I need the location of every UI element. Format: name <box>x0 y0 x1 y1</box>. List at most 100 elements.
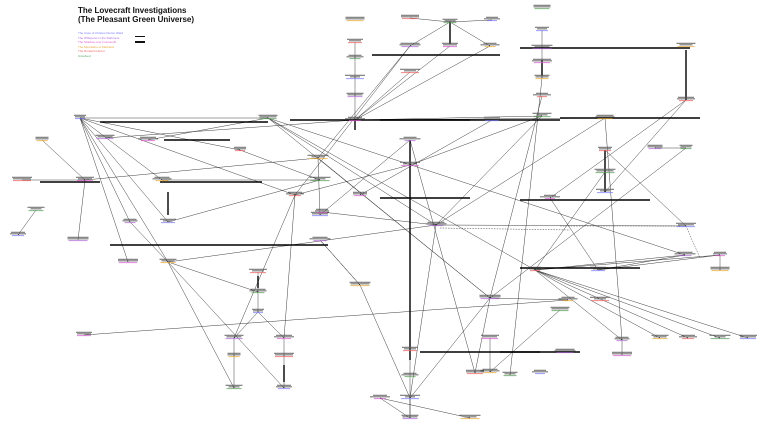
node-label-line <box>598 146 612 148</box>
key-row <box>135 33 149 39</box>
node-label-line <box>345 16 365 18</box>
connection-arrow <box>509 77 543 376</box>
node-label-line <box>679 44 693 46</box>
connection-arrow <box>534 269 749 339</box>
node-label-line <box>74 114 86 116</box>
node-colored-line <box>350 285 370 287</box>
node-label-line <box>345 74 365 76</box>
node-label-line <box>316 208 328 210</box>
node-colored-line <box>536 30 548 32</box>
node-colored-line <box>710 338 730 340</box>
node-colored-line <box>551 310 569 312</box>
node-label-line <box>739 334 757 336</box>
node-label-line <box>250 288 266 290</box>
node-colored-line <box>310 180 330 182</box>
node-label-line <box>345 118 365 120</box>
node-colored-line <box>677 46 695 48</box>
node-colored-line <box>401 72 419 74</box>
node-label-line <box>401 14 419 16</box>
node-label-line <box>596 170 614 172</box>
node-label-line <box>345 18 365 20</box>
node-label-line <box>312 213 328 215</box>
node-label-line <box>484 116 500 118</box>
node-colored-line <box>535 373 545 375</box>
connection-arrow <box>534 269 689 339</box>
node-colored-line <box>275 356 293 358</box>
node-colored-line <box>346 78 364 80</box>
node-label-line <box>647 144 663 146</box>
node-label-line <box>600 190 610 192</box>
node-label-line <box>309 176 331 178</box>
node-label-line <box>596 188 614 190</box>
connection-arrow <box>79 117 129 263</box>
connection-arrow <box>435 115 543 226</box>
node-colored-line <box>278 388 290 390</box>
connection-arrow <box>257 311 285 339</box>
node-label-line <box>594 168 616 170</box>
node-label-line <box>483 42 497 44</box>
node-label-line <box>482 368 498 370</box>
diagram-title-line-1: The Lovecraft Investigations <box>78 6 187 15</box>
node-label-line <box>249 268 267 270</box>
node-label-line <box>227 352 241 354</box>
node-label-line <box>276 386 292 388</box>
node-colored-line <box>77 180 93 182</box>
node-label-line <box>27 206 45 208</box>
node-colored-line <box>530 270 540 272</box>
node-label-line <box>77 333 91 335</box>
node-label-line <box>532 60 552 62</box>
node-label-line <box>400 68 420 70</box>
node-label-line <box>709 334 731 336</box>
connection-arrow <box>409 21 451 47</box>
node-label-line <box>551 308 569 310</box>
node-colored-line <box>402 18 418 20</box>
diagram-title-line-2: (The Pleasant Green Universe) <box>78 15 195 24</box>
node-label-line <box>532 371 548 373</box>
node-colored-line <box>77 335 91 337</box>
node-colored-line <box>348 42 362 44</box>
node-colored-line <box>562 300 574 302</box>
node-colored-line <box>228 356 240 358</box>
connection-arrow <box>549 99 687 199</box>
node-colored-line <box>317 212 327 214</box>
node-label-line <box>228 386 240 388</box>
node-label-line <box>532 112 552 114</box>
node-label-line <box>226 336 242 338</box>
node-colored-line <box>349 58 361 60</box>
connection-arrow <box>79 117 296 196</box>
connection-arrow <box>233 194 296 339</box>
node-label-line <box>349 281 371 283</box>
node-label-line <box>353 193 367 195</box>
node-label-line <box>307 154 329 156</box>
node-colored-line <box>250 272 266 274</box>
node-label-line <box>347 38 363 40</box>
node-label-line <box>404 348 416 350</box>
node-label-line <box>12 176 32 178</box>
connection-arrow <box>379 397 411 419</box>
node-label-line <box>311 156 325 158</box>
node-label-line <box>710 268 730 270</box>
node-label-line <box>346 92 364 94</box>
connection-arrow <box>283 194 296 339</box>
connection-arrow <box>354 71 411 121</box>
node-label-line <box>651 334 669 336</box>
connection-arrow <box>359 119 493 196</box>
node-label-line <box>402 346 418 348</box>
node-colored-line <box>402 418 418 420</box>
node-colored-line <box>595 172 615 174</box>
node-colored-line <box>119 262 137 264</box>
node-label-line <box>225 384 243 386</box>
connection-arrow <box>17 209 37 236</box>
node-label-line <box>595 116 615 118</box>
node-label-line <box>163 220 173 222</box>
node-label-line <box>558 298 578 300</box>
node-label-line <box>288 191 302 193</box>
connection-arrow <box>435 117 606 226</box>
node-label-line <box>95 134 115 136</box>
node-label-line <box>97 136 113 138</box>
node-label-line <box>590 266 606 268</box>
node-colored-line <box>591 270 605 272</box>
node-colored-line <box>68 240 88 242</box>
legend-item: The Case of Charles Dexter Ward <box>78 31 124 35</box>
